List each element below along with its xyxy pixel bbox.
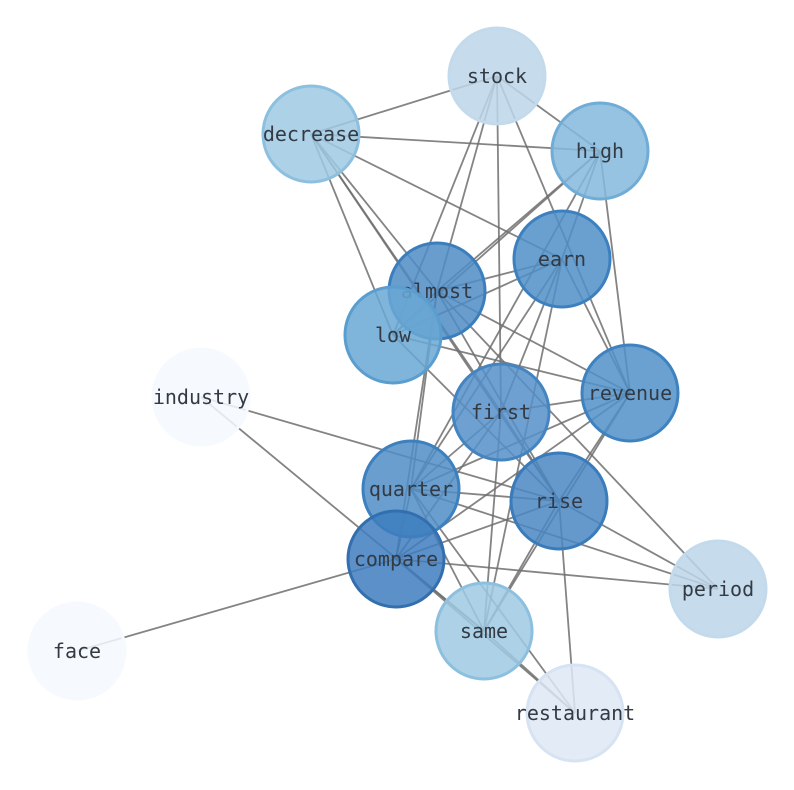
node-label-quarter: quarter xyxy=(369,477,453,501)
node-label-stock: stock xyxy=(467,64,527,88)
node-compare: compare xyxy=(346,509,446,609)
node-label-high: high xyxy=(576,139,624,163)
edge-compare-period xyxy=(395,558,719,590)
node-industry: industry xyxy=(151,347,251,447)
node-circle-decrease xyxy=(261,84,361,184)
node-circle-period xyxy=(668,539,768,639)
node-label-period: period xyxy=(682,577,754,601)
edge-high-quarter xyxy=(410,150,601,490)
node-same: same xyxy=(434,581,534,681)
node-restaurant: restaurant xyxy=(515,663,635,763)
node-label-compare: compare xyxy=(354,547,438,571)
node-first: first xyxy=(451,362,551,462)
nodes-layer: stockdecreasehighearnalmostlowindustryfi… xyxy=(27,26,768,763)
edge-compare-face xyxy=(76,558,397,652)
node-rise: rise xyxy=(509,451,609,551)
node-label-earn: earn xyxy=(538,247,586,271)
node-label-rise: rise xyxy=(535,489,583,513)
node-high: high xyxy=(550,101,650,201)
node-label-revenue: revenue xyxy=(588,381,672,405)
node-face: face xyxy=(27,601,127,701)
node-circle-low xyxy=(343,285,443,385)
node-circle-first xyxy=(451,362,551,462)
node-low: low xyxy=(343,285,443,385)
node-period: period xyxy=(668,539,768,639)
node-circle-earn xyxy=(512,209,612,309)
node-circle-industry xyxy=(151,347,251,447)
node-label-first: first xyxy=(471,400,531,424)
node-circle-compare xyxy=(346,509,446,609)
node-circle-high xyxy=(550,101,650,201)
node-decrease: decrease xyxy=(261,84,361,184)
node-circle-restaurant xyxy=(525,663,625,763)
node-circle-rise xyxy=(509,451,609,551)
edge-industry-rise xyxy=(200,396,560,502)
edge-almost-period xyxy=(436,290,719,590)
node-circle-same xyxy=(434,581,534,681)
node-label-industry: industry xyxy=(153,385,249,409)
node-circle-revenue xyxy=(580,343,680,443)
node-stock: stock xyxy=(447,26,547,126)
node-earn: earn xyxy=(512,209,612,309)
node-circle-face xyxy=(27,601,127,701)
node-revenue: revenue xyxy=(580,343,680,443)
node-label-decrease: decrease xyxy=(263,122,359,146)
node-label-restaurant: restaurant xyxy=(515,701,635,725)
node-label-same: same xyxy=(460,619,508,643)
node-circle-stock xyxy=(447,26,547,126)
node-label-low: low xyxy=(375,323,412,347)
edge-stock-first xyxy=(496,75,502,413)
node-label-face: face xyxy=(53,639,101,663)
